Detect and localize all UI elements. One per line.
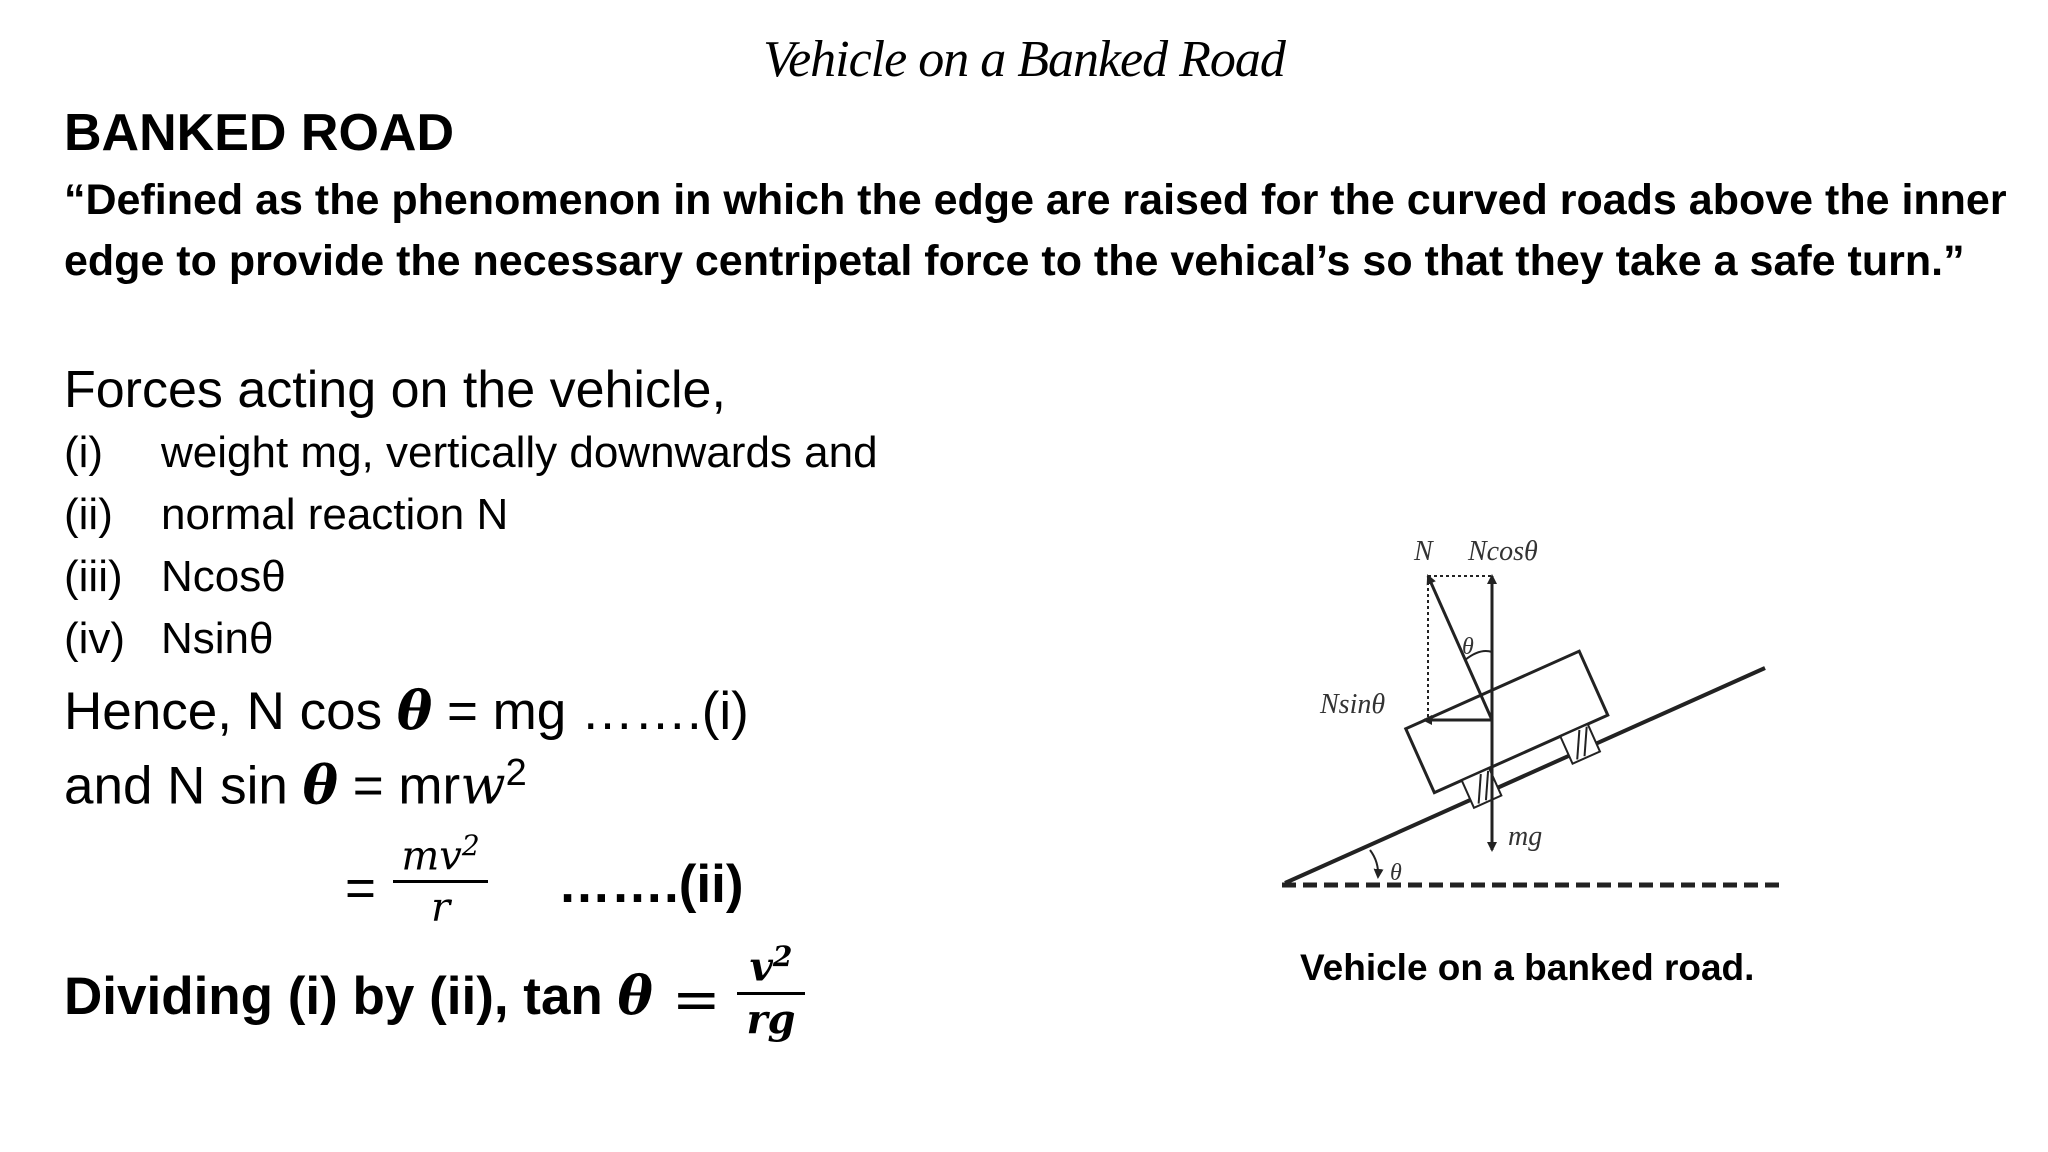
- banked-road-diagram: N Ncosθ Nsinθ θ mg θ: [1282, 536, 1780, 888]
- numerator-exponent: 2: [772, 940, 793, 973]
- theta-symbol: θ: [617, 965, 653, 1027]
- numerator-text: mv: [401, 833, 462, 880]
- equation-2-prefix: and N sin: [64, 756, 303, 816]
- banked-road-surface: [1284, 666, 1766, 885]
- force-item-number: (iii): [64, 552, 123, 601]
- dividing-equation: Dividing (i) by (ii), tan θ: [64, 965, 653, 1027]
- theta-symbol: θ: [396, 680, 433, 742]
- section-heading: BANKED ROAD: [64, 104, 454, 162]
- definition-text: “Defined as the phenomenon in which the …: [64, 176, 2007, 285]
- equation-1-suffix: = mg …….(i): [432, 682, 749, 741]
- numerator-exponent: 2: [461, 829, 480, 862]
- numerator-text: v: [749, 943, 773, 991]
- force-item: (ii) normal reaction N: [64, 490, 508, 540]
- vehicle-rectangle: [1403, 649, 1610, 795]
- page-title: Vehicle on a Banked Road: [763, 31, 1286, 88]
- vehicle-wheel: [1558, 722, 1602, 766]
- dividing-fraction: v2 rg: [737, 932, 805, 1045]
- force-item-number: (iv): [64, 614, 126, 663]
- force-item-text: Ncosθ: [161, 552, 286, 601]
- equation-3-fraction: mv2 r: [393, 822, 488, 933]
- fraction-denominator: rg: [746, 996, 796, 1044]
- force-item-number: (ii): [64, 490, 113, 539]
- equation-1-prefix: Hence, N cos: [64, 682, 397, 741]
- equation-2-exponent: 2: [505, 752, 527, 794]
- force-item: (iii) Ncosθ: [64, 552, 286, 602]
- label-theta-top: θ: [1462, 634, 1474, 660]
- equation-2: and N sin θ = mrw2: [64, 752, 527, 817]
- fraction-denominator: r: [430, 885, 451, 932]
- normal-force-arrow: [1426, 574, 1494, 721]
- label-ncos: Ncosθ: [1467, 536, 1538, 567]
- equation-1: Hence, N cos θ = mg …….(i): [64, 680, 749, 742]
- label-nsin: Nsinθ: [1319, 689, 1385, 720]
- force-item-text: normal reaction N: [161, 490, 509, 539]
- angle-arc: [1369, 849, 1384, 879]
- dividing-equals: =: [672, 965, 721, 1033]
- fraction-bar: [393, 880, 488, 884]
- label-theta-bottom: θ: [1390, 860, 1402, 886]
- equation-2-mid: = mr: [338, 756, 461, 816]
- force-item: (i) weight mg, vertically downwards and: [64, 428, 878, 478]
- force-item-number: (i): [64, 428, 104, 477]
- forces-intro: Forces acting on the vehicle,: [64, 361, 726, 419]
- fraction-numerator: v2: [737, 932, 805, 992]
- fraction-bar: [737, 992, 805, 996]
- force-item-text: Nsinθ: [161, 614, 274, 663]
- omega-symbol: w: [460, 755, 506, 817]
- equation-3-equals: =: [345, 859, 376, 918]
- label-mg: mg: [1508, 821, 1542, 852]
- label-n: N: [1413, 536, 1434, 567]
- force-item-text: weight mg, vertically downwards and: [161, 428, 878, 477]
- theta-symbol: θ: [302, 754, 338, 817]
- equation-3-label: …….(ii): [558, 855, 744, 914]
- force-item: (iv) Nsinθ: [64, 614, 274, 664]
- theta-arc: [1464, 650, 1493, 661]
- vehicle-body: [1403, 649, 1610, 810]
- diagram-caption: Vehicle on a banked road.: [1300, 947, 1755, 988]
- fraction-numerator: mv2: [393, 822, 488, 880]
- dividing-prefix: Dividing (i) by (ii), tan: [64, 967, 618, 1026]
